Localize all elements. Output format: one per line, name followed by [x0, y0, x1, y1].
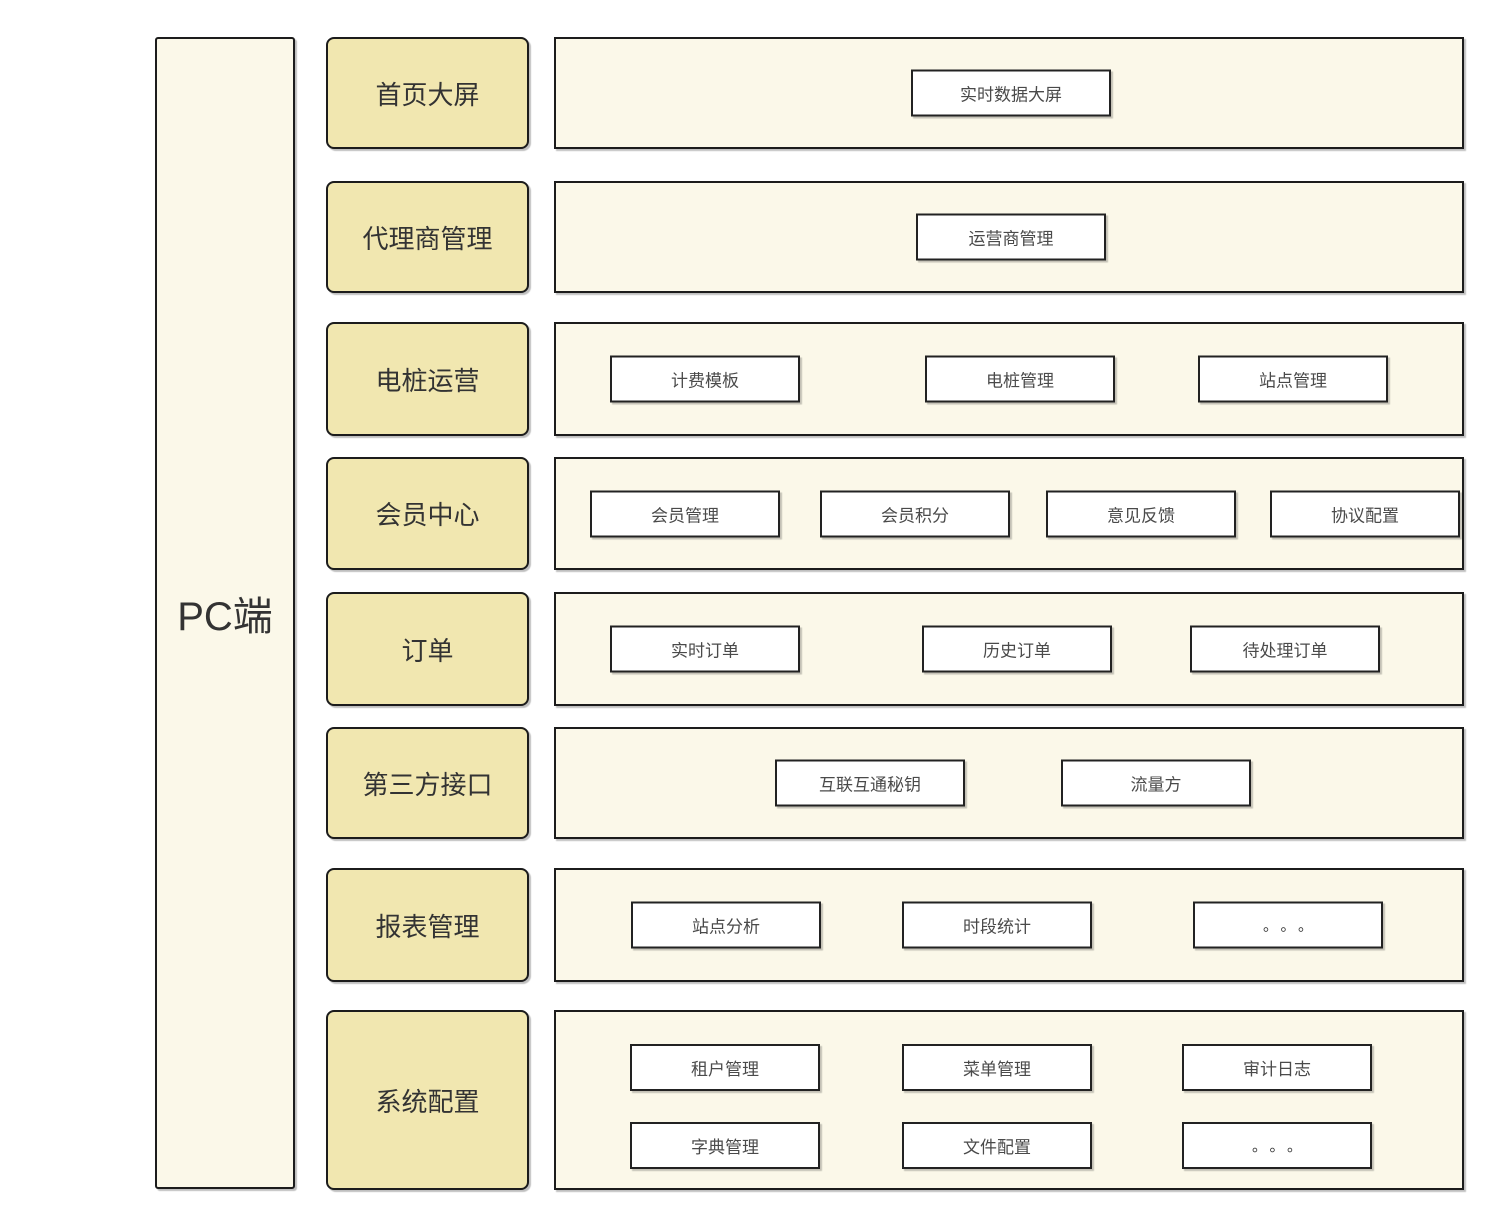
node-traffic-party: 流量方 [1061, 759, 1251, 807]
label-third-party-api: 第三方接口 [326, 727, 529, 839]
node-feedback-text: 意见反馈 [1107, 506, 1175, 525]
label-orders-text: 订单 [401, 635, 454, 666]
node-member-management-text: 会员管理 [651, 506, 719, 525]
label-system-config-text: 系统配置 [375, 1086, 480, 1117]
node-pile-management-text: 电桩管理 [986, 371, 1054, 391]
label-home-screen-text: 首页大屏 [375, 79, 480, 110]
node-system-more-ellipsis-text: 。。。 [1251, 1138, 1312, 1155]
node-billing-template: 计费模板 [610, 355, 800, 403]
node-period-statistics: 时段统计 [902, 901, 1092, 949]
node-audit-log: 审计日志 [1182, 1044, 1372, 1091]
node-realtime-data-screen-text: 实时数据大屏 [960, 85, 1062, 105]
container-pile-operation: 计费模板 电桩管理 站点管理 [554, 322, 1464, 436]
node-interconnection-key-text: 互联互通秘钥 [819, 775, 921, 795]
pc-side-label: PC端 [177, 595, 273, 639]
node-feedback: 意见反馈 [1046, 490, 1236, 537]
container-agent-management: 运营商管理 [554, 181, 1464, 293]
node-station-analysis: 站点分析 [631, 901, 821, 949]
node-menu-management: 菜单管理 [902, 1044, 1092, 1091]
container-report-management: 站点分析 时段统计 。。。 [554, 868, 1464, 982]
container-orders: 实时订单 历史订单 待处理订单 [554, 592, 1464, 706]
node-pending-orders: 待处理订单 [1190, 625, 1380, 673]
label-member-center: 会员中心 [326, 457, 529, 570]
node-member-points-text: 会员积分 [881, 506, 949, 525]
node-history-orders-text: 历史订单 [983, 641, 1051, 661]
label-system-config: 系统配置 [326, 1010, 529, 1190]
node-member-management: 会员管理 [590, 490, 780, 537]
node-agreement-config-text: 协议配置 [1331, 506, 1399, 525]
label-third-party-api-text: 第三方接口 [362, 769, 493, 800]
label-agent-management: 代理商管理 [326, 181, 529, 293]
node-file-config: 文件配置 [902, 1122, 1092, 1169]
node-menu-management-text: 菜单管理 [963, 1060, 1031, 1079]
container-third-party-api: 互联互通秘钥 流量方 [554, 727, 1464, 839]
node-realtime-orders: 实时订单 [610, 625, 800, 673]
node-tenant-management-text: 租户管理 [691, 1060, 759, 1079]
node-report-more-ellipsis-text: 。。。 [1262, 917, 1323, 935]
node-station-management: 站点管理 [1198, 355, 1388, 403]
node-operator-management: 运营商管理 [916, 213, 1106, 261]
label-member-center-text: 会员中心 [375, 500, 480, 530]
label-home-screen: 首页大屏 [326, 37, 529, 149]
node-station-management-text: 站点管理 [1259, 371, 1327, 391]
node-dictionary-management-text: 字典管理 [691, 1138, 759, 1157]
node-station-analysis-text: 站点分析 [692, 917, 760, 937]
node-realtime-orders-text: 实时订单 [671, 641, 739, 661]
node-history-orders: 历史订单 [922, 625, 1112, 673]
row-home-screen: 首页大屏 实时数据大屏 [0, 37, 1508, 149]
row-member-center: 会员中心 会员管理 会员积分 意见反馈 协议配置 [0, 457, 1508, 570]
node-pending-orders-text: 待处理订单 [1242, 641, 1328, 661]
label-pile-operation-text: 电桩运营 [375, 365, 480, 396]
label-pile-operation: 电桩运营 [326, 322, 529, 436]
node-interconnection-key: 互联互通秘钥 [775, 759, 965, 807]
node-realtime-data-screen: 实时数据大屏 [911, 69, 1111, 117]
row-report-management: 报表管理 站点分析 时段统计 。。。 [0, 868, 1508, 982]
label-report-management: 报表管理 [326, 868, 529, 982]
node-system-more-ellipsis: 。。。 [1182, 1122, 1372, 1169]
container-system-config: 租户管理 菜单管理 审计日志 字典管理 文件配置 。。。 [554, 1010, 1464, 1190]
node-period-statistics-text: 时段统计 [963, 917, 1031, 937]
label-report-management-text: 报表管理 [375, 911, 480, 942]
pc-side-group: PC端 [155, 37, 295, 1189]
node-audit-log-text: 审计日志 [1243, 1060, 1311, 1079]
row-third-party-api: 第三方接口 互联互通秘钥 流量方 [0, 727, 1508, 839]
node-tenant-management: 租户管理 [630, 1044, 820, 1091]
row-pile-operation: 电桩运营 计费模板 电桩管理 站点管理 [0, 322, 1508, 436]
container-home-screen: 实时数据大屏 [554, 37, 1464, 149]
row-agent-management: 代理商管理 运营商管理 [0, 181, 1508, 293]
label-orders: 订单 [326, 592, 529, 706]
node-member-points: 会员积分 [820, 490, 1010, 537]
node-operator-management-text: 运营商管理 [968, 229, 1054, 249]
container-member-center: 会员管理 会员积分 意见反馈 协议配置 [554, 457, 1464, 570]
row-system-config: 系统配置 租户管理 菜单管理 审计日志 字典管理 文件配置 。。。 [0, 1010, 1508, 1190]
node-billing-template-text: 计费模板 [671, 371, 739, 391]
node-traffic-party-text: 流量方 [1130, 775, 1182, 795]
node-pile-management: 电桩管理 [925, 355, 1115, 403]
node-agreement-config: 协议配置 [1270, 490, 1460, 537]
node-dictionary-management: 字典管理 [630, 1122, 820, 1169]
node-report-more-ellipsis: 。。。 [1193, 901, 1383, 949]
node-file-config-text: 文件配置 [963, 1138, 1031, 1157]
label-agent-management-text: 代理商管理 [362, 223, 493, 254]
row-orders: 订单 实时订单 历史订单 待处理订单 [0, 592, 1508, 706]
